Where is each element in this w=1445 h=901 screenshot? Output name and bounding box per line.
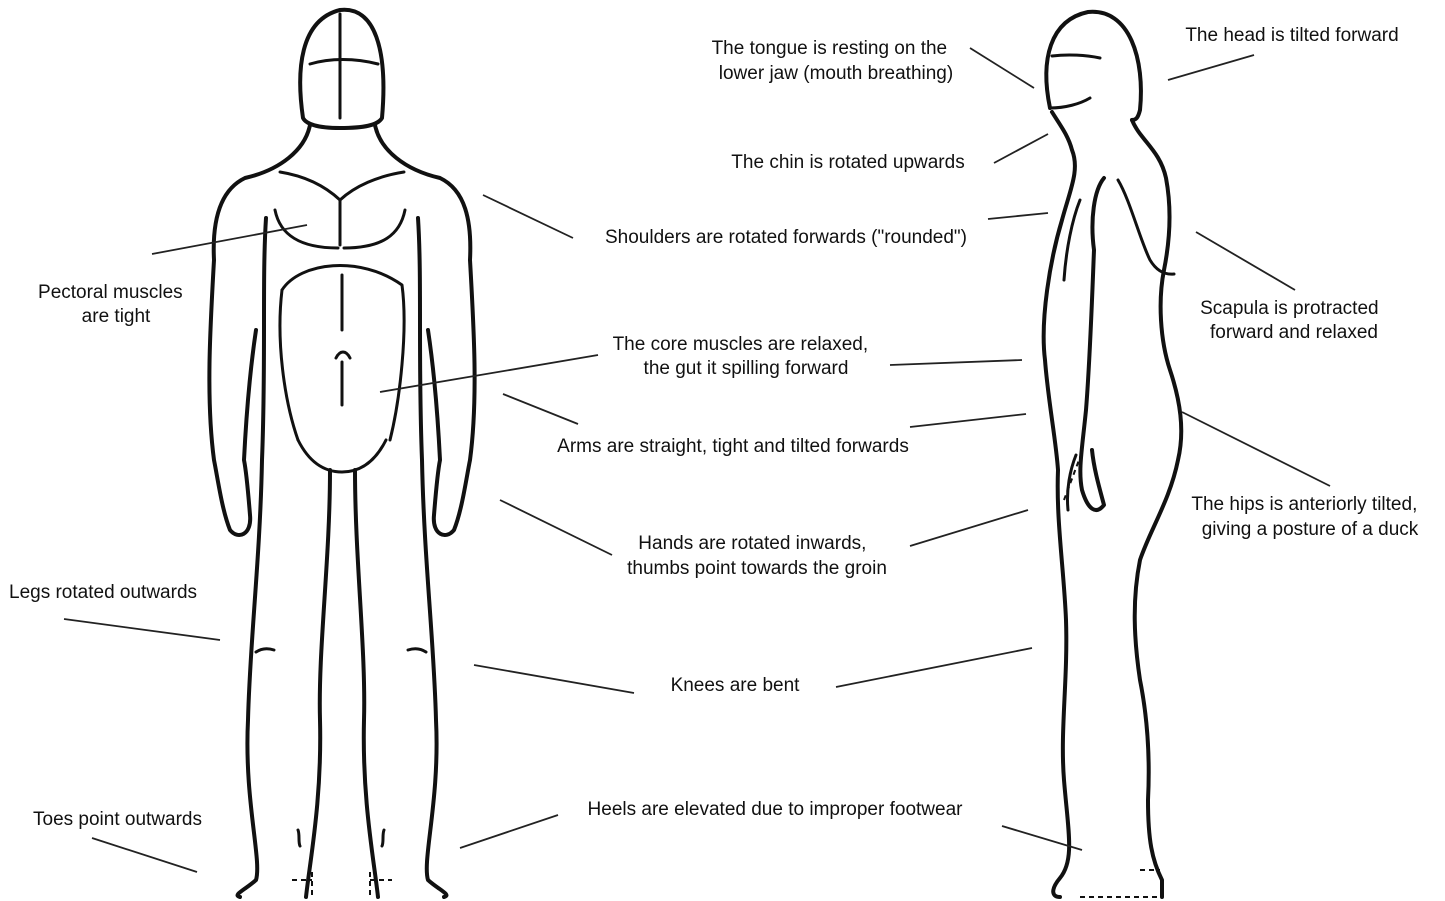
front-figure	[209, 10, 474, 897]
label-pectoral: Pectoral muscles are tight	[38, 282, 188, 327]
leader-shoulders-side	[988, 213, 1048, 219]
leader-chin	[994, 134, 1048, 163]
label-toes: Toes point outwards	[33, 809, 202, 830]
label-scapula: Scapula is protracted forward and relaxe…	[1200, 298, 1384, 343]
labels: Pectoral muscles are tight Legs rotated …	[9, 25, 1423, 830]
label-chin: The chin is rotated upwards	[731, 152, 964, 173]
leader-hips	[1182, 412, 1330, 486]
leader-hands-side	[910, 510, 1028, 546]
leader-head	[1168, 55, 1254, 80]
leader-knees-front	[474, 665, 634, 693]
label-hands: Hands are rotated inwards, thumbs point …	[627, 533, 887, 579]
label-knees: Knees are bent	[671, 675, 801, 696]
leader-core-side	[890, 360, 1022, 365]
label-head: The head is tilted forward	[1185, 25, 1398, 46]
leader-pectoral	[152, 225, 307, 254]
label-core: The core muscles are relaxed, the gut it…	[613, 334, 874, 379]
leader-toes	[92, 838, 197, 872]
leader-scapula	[1196, 232, 1295, 290]
label-legs: Legs rotated outwards	[9, 582, 197, 603]
leader-core-front	[380, 355, 598, 392]
leader-hands-front	[500, 500, 612, 555]
leader-tongue	[970, 48, 1034, 88]
leader-legs	[64, 619, 220, 640]
label-arms: Arms are straight, tight and tilted forw…	[557, 436, 909, 457]
label-hips: The hips is anteriorly tilted, giving a …	[1191, 494, 1422, 540]
leader-shoulders-front	[483, 195, 573, 238]
leader-heels-front	[460, 815, 558, 848]
label-heels: Heels are elevated due to improper footw…	[588, 799, 964, 820]
label-shoulders: Shoulders are rotated forwards ("rounded…	[605, 227, 967, 248]
leader-knees-side	[836, 648, 1032, 687]
leader-lines	[64, 48, 1330, 872]
leader-arms-front	[503, 394, 578, 424]
label-tongue: The tongue is resting on the lower jaw (…	[712, 38, 954, 84]
side-figure	[1044, 12, 1182, 897]
leader-arms-side	[910, 414, 1026, 427]
